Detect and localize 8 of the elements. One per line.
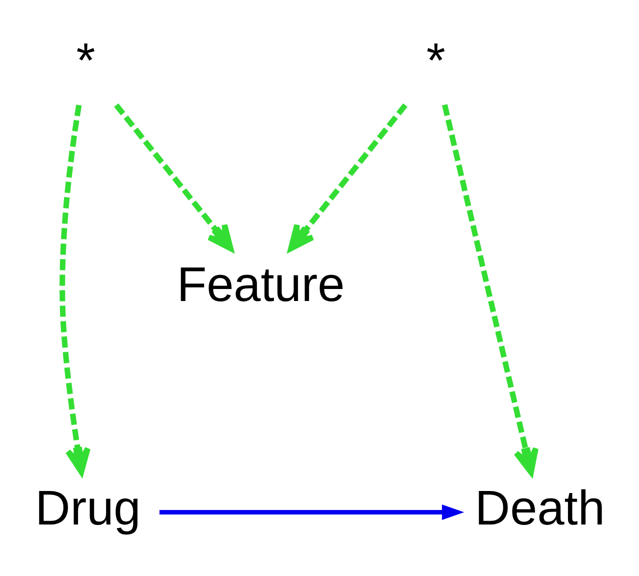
node-text: Drug	[35, 481, 141, 536]
arrow	[114, 102, 234, 251]
node-text: *	[76, 34, 96, 88]
node-text: Death	[474, 481, 605, 536]
node-text: *	[426, 34, 446, 88]
arrow	[159, 504, 464, 520]
node-text: Feature	[176, 257, 345, 312]
arrow	[288, 102, 408, 251]
